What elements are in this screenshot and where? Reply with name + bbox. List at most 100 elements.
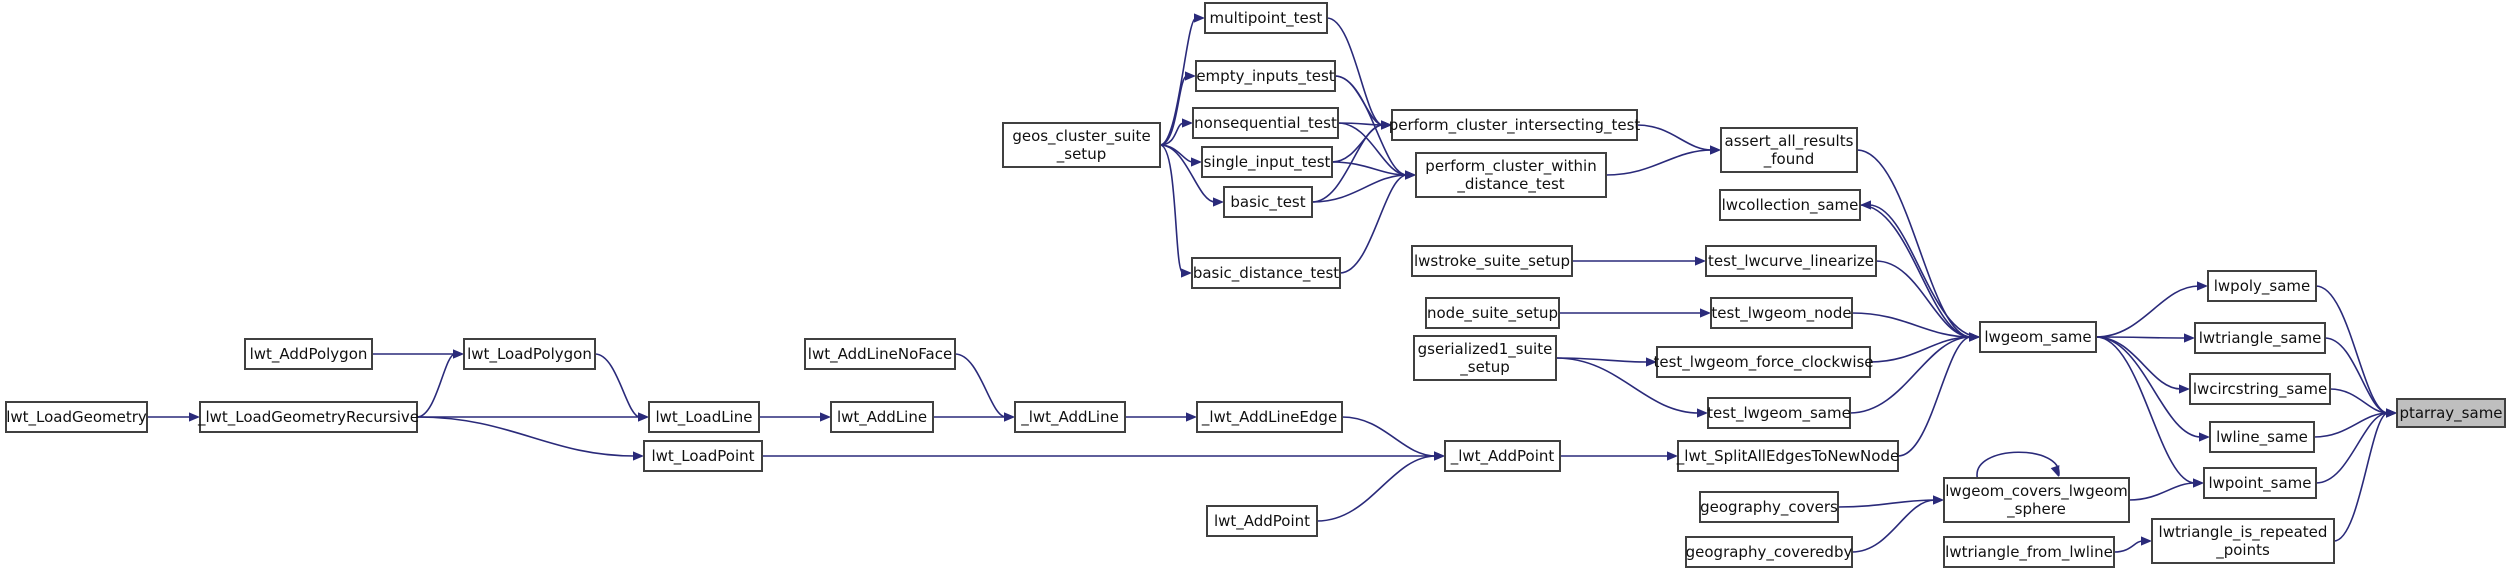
node-box[interactable] <box>1411 245 1573 277</box>
graph-node-_lwt_SplitAllEdgesToNewNode[interactable]: _lwt_SplitAllEdgesToNewNode <box>1676 440 1899 472</box>
node-box[interactable] <box>1699 491 1839 523</box>
node-box[interactable] <box>1002 122 1161 168</box>
edge-line <box>2315 285 2389 414</box>
graph-node-geos_cluster_suite_setup[interactable]: geos_cluster_suite_setup <box>1002 122 1161 168</box>
edge-arrowhead <box>1194 13 1205 23</box>
node-label: node_suite_setup <box>1427 304 1558 323</box>
node-box[interactable] <box>1201 146 1333 178</box>
node-box[interactable] <box>1191 257 1341 289</box>
node-box[interactable] <box>1720 127 1858 173</box>
node-box[interactable] <box>2203 467 2317 499</box>
node-label: _lwt_LoadGeometryRecursive <box>197 408 419 427</box>
node-box[interactable] <box>463 338 596 370</box>
graph-node-ptarray_same[interactable]: ptarray_same <box>2396 398 2506 428</box>
graph-node-lwt_AddPolygon[interactable]: lwt_AddPolygon <box>244 338 373 370</box>
edge-arrowhead <box>2197 281 2208 291</box>
node-box[interactable] <box>648 401 760 433</box>
node-box[interactable] <box>1204 2 1328 34</box>
graph-node-lwstroke_suite_setup[interactable]: lwstroke_suite_setup <box>1411 245 1573 277</box>
graph-node-lwcollection_same[interactable]: lwcollection_same <box>1719 189 1861 221</box>
edge-line <box>2095 336 2196 484</box>
graph-node-_lwt_AddLine[interactable]: _lwt_AddLine <box>1014 401 1126 433</box>
node-box[interactable] <box>5 401 148 433</box>
node-box[interactable] <box>1707 397 1851 429</box>
graph-node-test_lwgeom_force_clockwise[interactable]: test_lwgeom_force_clockwise <box>1653 346 1874 378</box>
edge-line <box>1856 149 1972 338</box>
graph-node-lwtriangle_from_lwline[interactable]: lwtriangle_from_lwline <box>1943 536 2115 568</box>
graph-node-_lwt_AddLineEdge[interactable]: _lwt_AddLineEdge <box>1196 401 1343 433</box>
edge-arrowhead <box>1191 157 1202 167</box>
node-box[interactable] <box>1014 401 1126 433</box>
edge-arrowhead <box>633 451 644 461</box>
graph-node-multipoint_test[interactable]: multipoint_test <box>1204 2 1328 34</box>
graph-node-lwt_LoadLine[interactable]: lwt_LoadLine <box>648 401 760 433</box>
node-box[interactable] <box>1943 477 2130 523</box>
node-box[interactable] <box>1223 186 1313 218</box>
graph-node-lwt_LoadGeometry[interactable]: lwt_LoadGeometry <box>5 401 148 433</box>
node-box[interactable] <box>1710 297 1853 329</box>
node-box[interactable] <box>830 401 934 433</box>
graph-node-lwt_LoadPoint[interactable]: lwt_LoadPoint <box>643 440 763 472</box>
node-box[interactable] <box>1195 60 1336 92</box>
graph-node-gserialized1_suite_setup[interactable]: gserialized1_suite_setup <box>1413 335 1557 381</box>
edge-arrowhead <box>1646 357 1657 367</box>
graph-node-lwt_AddLine[interactable]: lwt_AddLine <box>830 401 934 433</box>
node-box-focal[interactable] <box>2396 398 2506 428</box>
edge-arrowhead <box>820 412 831 422</box>
node-box[interactable] <box>199 401 418 433</box>
graph-node-basic_test[interactable]: basic_test <box>1223 186 1313 218</box>
node-box[interactable] <box>1413 335 1557 381</box>
node-label: _lwt_SplitAllEdgesToNewNode <box>1676 447 1899 466</box>
graph-node-perform_cluster_intersecting_test[interactable]: perform_cluster_intersecting_test <box>1389 109 1641 141</box>
node-box[interactable] <box>643 440 763 472</box>
graph-node-lwline_same[interactable]: lwline_same <box>2209 421 2315 453</box>
graph-node-lwpoint_same[interactable]: lwpoint_same <box>2203 467 2317 499</box>
node-box[interactable] <box>1719 189 1861 221</box>
node-box[interactable] <box>1425 297 1560 329</box>
graph-node-lwt_AddPoint[interactable]: lwt_AddPoint <box>1206 505 1318 537</box>
node-box[interactable] <box>1415 152 1607 198</box>
node-box[interactable] <box>2194 322 2326 354</box>
graph-node-_lwt_AddPoint[interactable]: _lwt_AddPoint <box>1444 440 1561 472</box>
graph-node-test_lwgeom_node[interactable]: test_lwgeom_node <box>1710 297 1853 329</box>
graph-node-lwcircstring_same[interactable]: lwcircstring_same <box>2189 373 2331 405</box>
graph-node-lwt_AddLineNoFace[interactable]: lwt_AddLineNoFace <box>804 338 956 370</box>
graph-node-nonsequential_test[interactable]: nonsequential_test <box>1192 107 1339 139</box>
node-box[interactable] <box>1444 440 1561 472</box>
node-box[interactable] <box>2151 518 2335 564</box>
graph-node-lwtriangle_same[interactable]: lwtriangle_same <box>2194 322 2326 354</box>
node-box[interactable] <box>1192 107 1339 139</box>
graph-node-assert_all_results_found[interactable]: assert_all_results_found <box>1720 127 1858 173</box>
node-box[interactable] <box>1677 440 1899 472</box>
graph-node-geography_coveredby[interactable]: geography_coveredby <box>1685 536 1853 568</box>
graph-node-geography_covers[interactable]: geography_covers <box>1699 491 1839 523</box>
graph-node-basic_distance_test[interactable]: basic_distance_test <box>1191 257 1341 289</box>
node-box[interactable] <box>1943 536 2115 568</box>
node-box[interactable] <box>244 338 373 370</box>
graph-node-perform_cluster_within_distance_test[interactable]: perform_cluster_within_distance_test <box>1415 152 1607 198</box>
graph-node-test_lwgeom_same[interactable]: test_lwgeom_same <box>1707 397 1851 429</box>
graph-node-_lwt_LoadGeometryRecursive[interactable]: _lwt_LoadGeometryRecursive <box>197 401 419 433</box>
node-box[interactable] <box>1206 505 1318 537</box>
node-box[interactable] <box>2207 270 2317 302</box>
graph-node-node_suite_setup[interactable]: node_suite_setup <box>1425 297 1560 329</box>
node-box[interactable] <box>1656 346 1871 378</box>
edge-arrowhead <box>1381 120 1392 130</box>
node-box[interactable] <box>1196 401 1343 433</box>
graph-node-single_input_test[interactable]: single_input_test <box>1201 146 1333 178</box>
graph-node-lwtriangle_is_repeated_points[interactable]: lwtriangle_is_repeated_points <box>2151 518 2335 564</box>
node-box[interactable] <box>2189 373 2331 405</box>
graph-node-lwgeom_same[interactable]: lwgeom_same <box>1979 321 2097 353</box>
node-box[interactable] <box>1391 109 1638 141</box>
node-box[interactable] <box>1705 245 1877 277</box>
graph-node-lwgeom_covers_lwgeom_sphere[interactable]: lwgeom_covers_lwgeom_sphere <box>1943 477 2130 523</box>
node-box[interactable] <box>1685 536 1853 568</box>
node-box[interactable] <box>804 338 956 370</box>
graph-node-empty_inputs_test[interactable]: empty_inputs_test <box>1195 60 1336 92</box>
node-box[interactable] <box>2209 421 2315 453</box>
graph-node-test_lwcurve_linearize[interactable]: test_lwcurve_linearize <box>1705 245 1877 277</box>
call-edge <box>1341 416 1445 461</box>
node-box[interactable] <box>1979 321 2097 353</box>
graph-node-lwpoly_same[interactable]: lwpoly_same <box>2207 270 2317 302</box>
graph-node-lwt_LoadPolygon[interactable]: lwt_LoadPolygon <box>463 338 596 370</box>
